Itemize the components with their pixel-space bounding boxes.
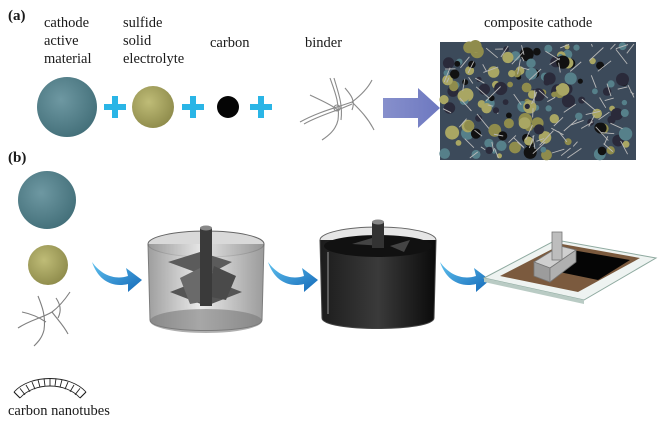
arrow-b-1: [92, 262, 142, 292]
binder-network-icon-b: [17, 291, 71, 347]
carbon-nanotubes-label: carbon nanotubes: [8, 403, 110, 419]
carbon-particle-a: [217, 96, 239, 118]
mixer-beaker-empty: [147, 225, 265, 333]
arrow-b-3: [440, 262, 490, 292]
cathode-particle-b: [18, 171, 76, 229]
plus-icon-3: [250, 96, 272, 118]
electrolyte-particle-a: [132, 86, 174, 128]
carbon-label: carbon: [210, 35, 250, 51]
carbon-nanotube-icon: [13, 378, 87, 399]
plus-icon-2: [182, 96, 204, 118]
panel-a-label: (a): [8, 8, 26, 24]
composite-cathode-block: [439, 40, 636, 161]
arrow-b-2: [268, 262, 318, 292]
plus-icon-1: [104, 96, 126, 118]
cathode-particle-a: [37, 77, 97, 137]
panel-b-label: (b): [8, 150, 27, 166]
electrolyte-particle-b: [28, 245, 68, 285]
cathode-label: cathode active material: [44, 15, 92, 67]
binder-network-icon: [299, 77, 375, 141]
binder-label: binder: [305, 35, 343, 51]
electrolyte-label: sulfide solid electrolyte: [123, 15, 185, 67]
doctor-blade-coater: [482, 231, 658, 304]
composite-cathode-label: composite cathode: [484, 15, 593, 31]
mixer-beaker-slurry: [319, 219, 437, 329]
arrow-a: [383, 88, 440, 128]
